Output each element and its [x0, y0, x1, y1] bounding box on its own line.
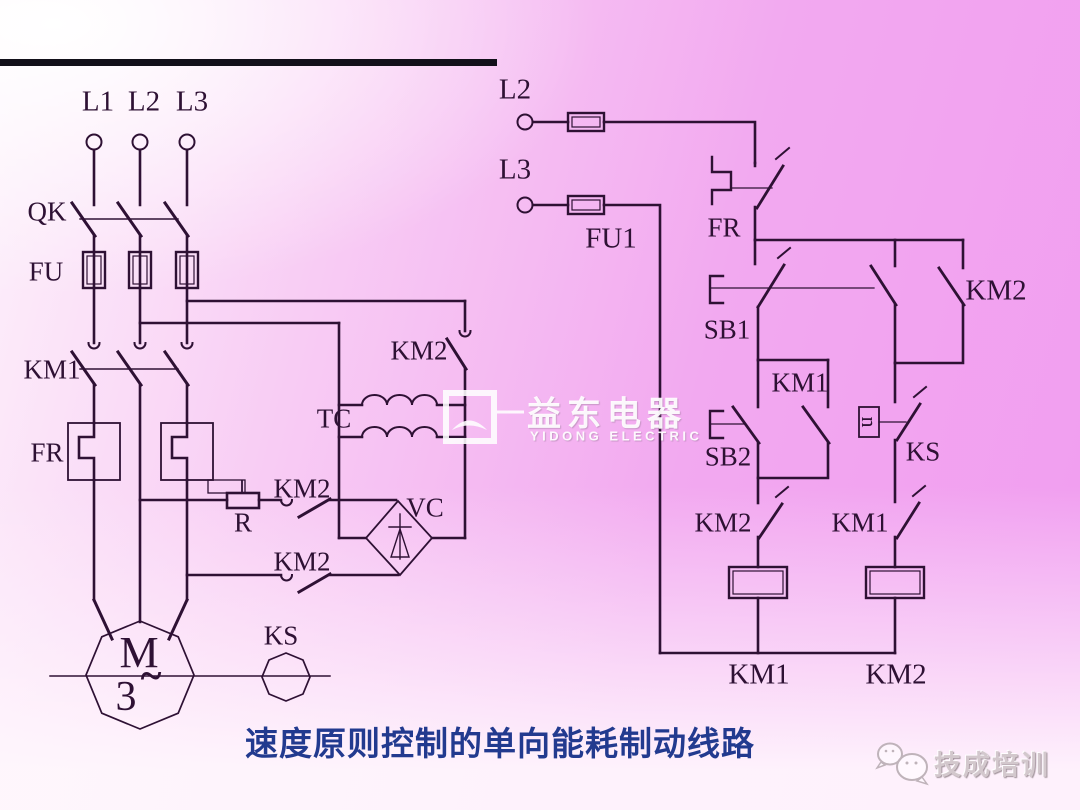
label-ks-main: KS — [263, 620, 299, 651]
braking-resistor-branch — [138, 479, 400, 595]
transformer-symbol — [337, 299, 472, 540]
rectifier-symbol — [364, 499, 467, 577]
label-tc: TC — [316, 403, 352, 434]
label-vc: VC — [406, 492, 444, 523]
label-km2-r: KM2 — [273, 473, 331, 504]
label-km1-main: KM1 — [23, 354, 81, 385]
watermark-brand-cn: 益东电器 — [527, 396, 687, 434]
speed-relay-symbol — [261, 652, 311, 702]
label-ks-ctrl: KS — [905, 436, 941, 467]
brand-logo-icon — [443, 390, 524, 444]
watermark-brand-en: YIDONG ELECTRIC — [530, 428, 703, 444]
label-km1-coil: KM1 — [728, 658, 790, 691]
label-n-speed: n — [857, 416, 882, 428]
top-rule — [0, 59, 497, 66]
control-circuit-lines — [516, 111, 966, 655]
label-r: R — [233, 507, 253, 538]
label-fu1: FU1 — [585, 222, 637, 255]
label-motor-m: M — [119, 628, 159, 677]
label-km1-aux: KM1 — [771, 367, 829, 398]
page-title: 速度原则控制的单向能耗制动线路 — [245, 727, 755, 763]
motor-symbol — [49, 620, 331, 730]
power-circuit-lines — [67, 133, 467, 641]
label-km2-coil: KM2 — [865, 658, 927, 691]
label-km2-brake: KM2 — [273, 546, 331, 577]
label-motor-wave: ~ — [140, 653, 162, 698]
label-km2-hold: KM2 — [965, 274, 1027, 307]
label-fr-ctrl: FR — [707, 212, 741, 243]
footer-logo-text: 技成培训 — [934, 750, 1050, 781]
label-km2-tc: KM2 — [390, 335, 448, 366]
label-l3-ctrl: L3 — [498, 153, 532, 186]
label-km2-interlock: KM2 — [694, 507, 752, 538]
label-l2-ctrl: L2 — [498, 73, 532, 106]
label-motor-3: 3 — [115, 674, 137, 720]
label-l3: L3 — [175, 85, 209, 118]
label-l1: L1 — [81, 85, 115, 118]
label-qk: QK — [27, 196, 67, 227]
label-fr-main: FR — [30, 437, 64, 468]
label-km1-interlock: KM1 — [831, 507, 889, 538]
label-sb1: SB1 — [703, 314, 751, 345]
label-l2: L2 — [127, 85, 161, 118]
wechat-icon — [875, 742, 929, 786]
label-fu: FU — [28, 256, 64, 287]
label-sb2: SB2 — [704, 441, 752, 472]
